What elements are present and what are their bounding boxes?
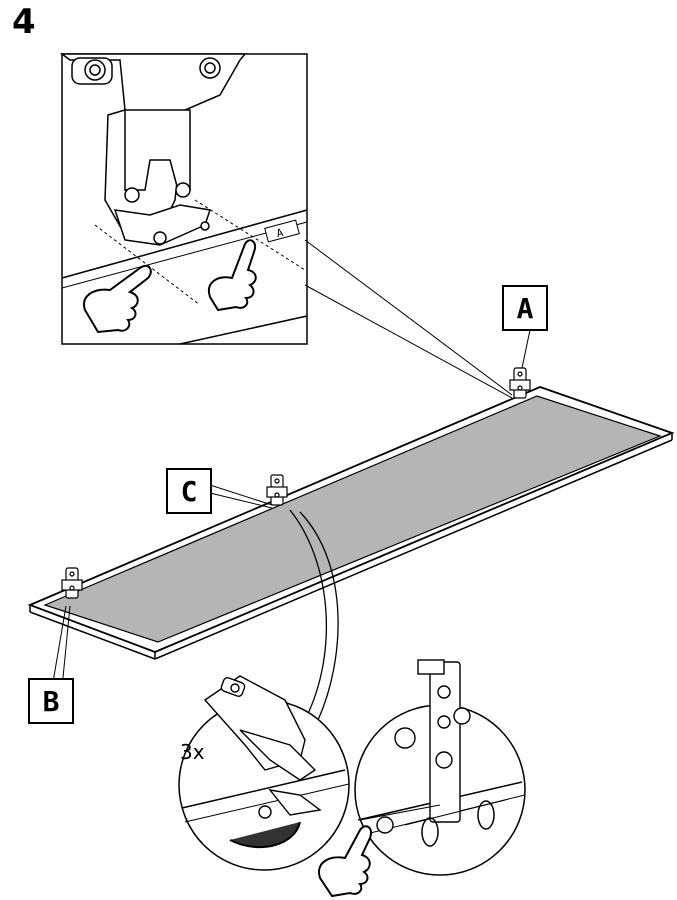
label-b: B bbox=[28, 678, 74, 724]
detail-inset: A bbox=[59, 53, 513, 399]
svg-text:A: A bbox=[275, 226, 285, 240]
hinge-b-icon bbox=[61, 567, 83, 599]
rotate-arrow-icon bbox=[229, 821, 301, 849]
detail-circle-left bbox=[178, 675, 350, 871]
label-a-text: A bbox=[516, 291, 534, 325]
detail-circle-right bbox=[354, 659, 526, 876]
hand-press-icon bbox=[318, 825, 372, 898]
screw-icon bbox=[421, 800, 495, 847]
hinge-c-icon bbox=[266, 474, 288, 506]
label-c-text: C bbox=[180, 474, 198, 508]
hand-press-icon bbox=[83, 239, 257, 334]
hinge-a-icon bbox=[509, 367, 531, 399]
label-c: C bbox=[166, 468, 212, 514]
door-panel bbox=[27, 386, 675, 660]
label-b-text: B bbox=[42, 684, 60, 718]
step-number: 4 bbox=[12, 2, 36, 42]
hinge-detail-icon bbox=[59, 53, 247, 246]
label-a: A bbox=[502, 285, 548, 331]
quantity-label: 3x bbox=[180, 740, 205, 764]
small-label-a-icon: A bbox=[264, 219, 300, 243]
